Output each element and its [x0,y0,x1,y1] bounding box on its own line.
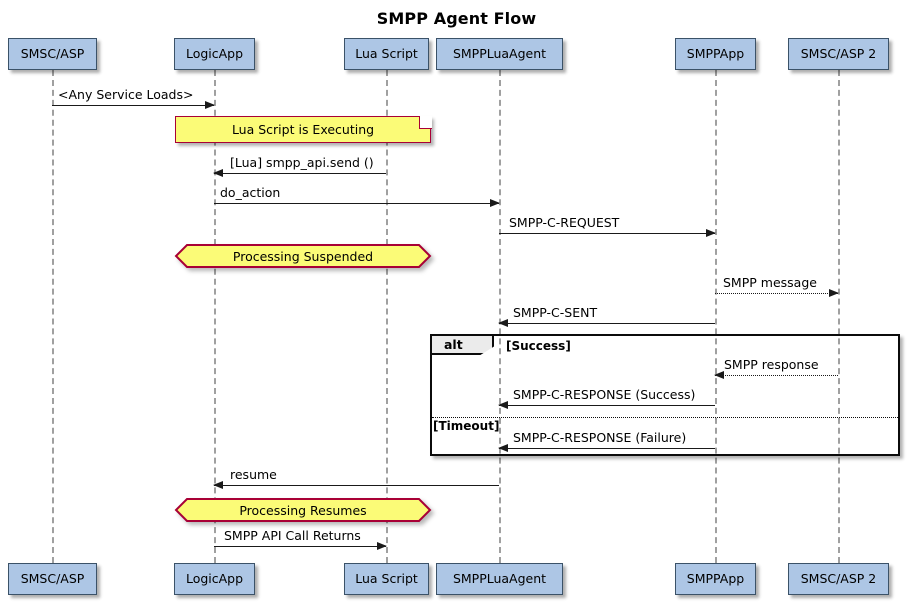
note-lua-script-executing: Lua Script is Executing [175,115,432,143]
lifeline-smppapp [715,70,717,563]
message-label: SMPP-C-REQUEST [509,215,620,230]
alt-branch-divider [432,417,898,418]
participant-smsc-asp-top[interactable]: SMSC/ASP [8,38,97,70]
arrowhead-right-icon [829,289,839,297]
lifeline-smsc-asp-2 [838,70,840,563]
alt-guard-success: [Success] [506,339,571,353]
arrowhead-right-icon [706,229,716,237]
message-label: SMPP message [723,275,817,290]
participant-smpplua-agent-top[interactable]: SMPPLuaAgent [436,38,563,70]
arrowhead-left-icon [498,401,508,409]
participant-logicapp-bottom[interactable]: LogicApp [174,563,255,595]
participant-smsc-asp-bottom[interactable]: SMSC/ASP [8,563,97,595]
message-label: SMPP-C-SENT [513,305,598,320]
note-fold-corner-icon [418,115,432,129]
message-line [214,173,386,174]
alt-fragment-operator: alt [432,336,494,355]
message-line [214,485,499,486]
message-line [499,233,715,234]
message-line [499,323,715,324]
participant-smsc-asp-2-top[interactable]: SMSC/ASP 2 [788,38,889,70]
lifeline-logicapp [214,70,216,563]
arrowhead-right-icon [205,101,215,109]
message-label: SMPP-C-RESPONSE (Success) [513,387,696,402]
message-line [499,448,715,449]
message-label: SMPP response [724,357,819,372]
message-line [715,293,838,294]
participant-logicapp-top[interactable]: LogicApp [174,38,255,70]
message-line [214,203,499,204]
message-line [715,375,838,376]
participant-lua-script-bottom[interactable]: Lua Script [344,563,429,595]
arrowhead-left-icon [213,481,223,489]
note-label: Lua Script is Executing [231,122,375,137]
message-line [214,546,386,547]
message-label: resume [230,467,277,482]
message-label: SMPP-C-RESPONSE (Failure) [513,430,687,445]
participant-smppapp-bottom[interactable]: SMPPApp [675,563,756,595]
message-line [499,405,715,406]
alt-guard-timeout: [Timeout] [433,419,500,433]
participant-smsc-asp-2-bottom[interactable]: SMSC/ASP 2 [788,563,889,595]
hexnote-processing-suspended: Processing Suspended [174,244,432,268]
arrowhead-left-icon [714,371,724,379]
message-label: <Any Service Loads> [58,87,194,102]
lifeline-smpplua-agent [499,70,501,563]
message-label: [Lua] smpp_api.send () [230,155,374,170]
hexnote-processing-resumes: Processing Resumes [174,498,432,522]
hexnote-label: Processing Resumes [239,502,367,518]
arrowhead-right-icon [490,199,500,207]
lifeline-smsc-asp [52,70,54,563]
message-line [52,105,214,106]
alt-fragment-box [430,334,900,456]
participant-smppapp-top[interactable]: SMPPApp [675,38,756,70]
message-label: SMPP API Call Returns [224,528,361,543]
arrowhead-left-icon [498,319,508,327]
arrowhead-left-icon [213,169,223,177]
message-label: do_action [220,185,281,200]
hexnote-label: Processing Suspended [232,248,374,264]
lifeline-lua-script [386,70,388,563]
participant-lua-script-top[interactable]: Lua Script [344,38,429,70]
page-title: SMPP Agent Flow [376,9,537,28]
arrowhead-left-icon [498,444,508,452]
arrowhead-right-icon [377,542,387,550]
participant-smpplua-agent-bottom[interactable]: SMPPLuaAgent [436,563,563,595]
